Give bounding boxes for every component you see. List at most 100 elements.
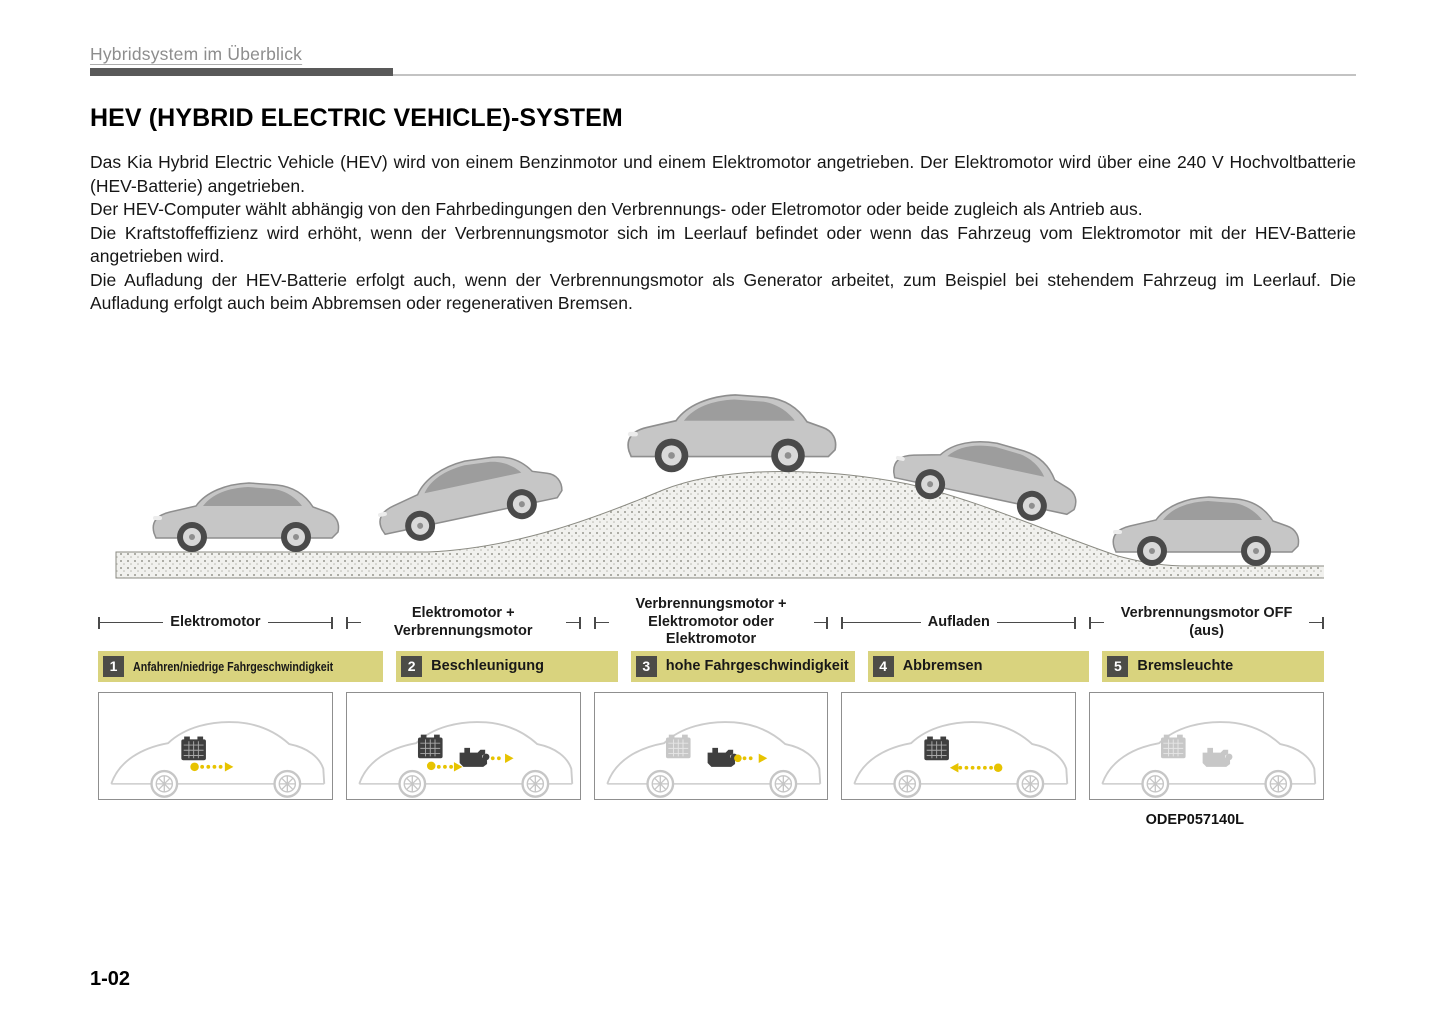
phase-bar-2: 2 Beschleunigung — [396, 650, 618, 682]
phase-condition-3: hohe Fahrgeschwindigkeit — [665, 658, 849, 674]
wheel-icon — [273, 769, 302, 798]
phase-mode-bracket-4: Aufladen — [841, 600, 1077, 646]
section-title: HEV (HYBRID ELECTRIC VEHICLE)-SYSTEM — [90, 104, 623, 132]
phase-condition-2: Beschleunigung — [431, 658, 544, 674]
phase-detail-box-5 — [1089, 691, 1324, 800]
phase-condition-4: Abbremsen — [902, 658, 983, 674]
bracket-line — [1091, 621, 1105, 624]
body-text: Das Kia Hybrid Electric Vehicle (HEV) wi… — [90, 151, 1356, 316]
header-rule-thick — [90, 68, 393, 76]
phase-bar-4: 4 Abbremsen — [867, 650, 1090, 682]
arrow-icon — [758, 753, 767, 763]
condition-bars-row: 1 Anfahren/niedrige Fahrgeschwindigkeit … — [98, 646, 1324, 682]
wheel-icon — [1264, 769, 1293, 798]
phase-detail-illustration-2 — [358, 720, 573, 798]
battery-icon — [417, 733, 443, 759]
phase-mode-bracket-3: Verbrennungsmotor + Elektromotor oder El… — [593, 596, 829, 647]
bracket-tick — [578, 616, 581, 629]
battery-icon-inactive — [665, 733, 691, 759]
bracket-line — [813, 621, 827, 624]
phase-mode-label-5: Verbrennungsmotor OFF (aus) — [1120, 605, 1293, 639]
bracket-tick — [1074, 616, 1077, 629]
arrow-icon — [950, 762, 959, 772]
phase-detail-box-4 — [841, 691, 1077, 800]
phase-number-badge-5: 5 — [1107, 655, 1129, 677]
paragraph: Die Aufladung der HEV-Batterie erfolgt a… — [90, 269, 1356, 314]
wheel-icon — [893, 769, 922, 798]
car-illustration-2 — [370, 441, 568, 549]
phase-number-badge-1: 1 — [103, 655, 124, 677]
arrow-icon — [453, 761, 463, 772]
wheel-icon — [398, 769, 427, 798]
phase-number-badge-4: 4 — [872, 655, 894, 677]
car-illustration-1 — [152, 481, 340, 553]
arrow-icon — [224, 761, 234, 772]
wheel-icon — [645, 769, 674, 798]
phase-bar-3: 3 hohe Fahrgeschwindigkeit — [630, 650, 855, 682]
bracket-tick — [345, 616, 348, 629]
paragraph: Der HEV-Computer wählt abhängig von den … — [90, 199, 1143, 219]
phase-mode-label-3: Verbrennungsmotor + Elektromotor oder El… — [635, 596, 787, 648]
hill-ground — [115, 470, 1324, 578]
bracket-tick — [841, 616, 844, 629]
bracket-line — [996, 621, 1075, 624]
phase-mode-label-1: Elektromotor — [170, 613, 261, 630]
phase-detail-illustration-5 — [1101, 720, 1317, 798]
bracket-line — [100, 621, 164, 624]
energy-node — [733, 754, 742, 762]
phase-detail-box-1 — [98, 691, 333, 800]
bracket-tick — [593, 616, 596, 629]
engine-icon-inactive — [1202, 747, 1233, 767]
paragraph: Die Kraftstoffeffizienz wird erhöht, wen… — [90, 222, 1356, 267]
page-number: 1-02 — [90, 968, 131, 990]
bracket-line — [347, 621, 361, 624]
phase-condition-1: Anfahren/niedrige Fahrgeschwindigkeit — [133, 658, 334, 674]
phase-condition-5: Bremsleuchte — [1137, 658, 1234, 674]
bracket-line — [843, 621, 921, 624]
phase-detail-box-2 — [345, 691, 581, 800]
car-illustration-5 — [1112, 495, 1300, 567]
header-rule-thin — [90, 74, 1356, 76]
bracket-line — [565, 621, 579, 624]
battery-icon-inactive — [1160, 733, 1187, 759]
bracket-tick — [98, 616, 100, 629]
wheel-icon — [1141, 769, 1170, 798]
phase-detail-illustration-1 — [110, 720, 326, 798]
phase-detail-illustration-3 — [605, 720, 821, 798]
car-illustration-3 — [627, 393, 837, 473]
phase-mode-bracket-5: Verbrennungsmotor OFF (aus) — [1089, 600, 1324, 646]
bracket-tick — [330, 616, 333, 629]
phase-number-badge-2: 2 — [401, 655, 423, 677]
phase-mode-bracket-2: Elektromotor + Verbrennungsmotor — [345, 600, 581, 646]
phase-mode-label-4: Aufladen — [927, 613, 990, 630]
figure-code: ODEP057140L — [1145, 811, 1244, 828]
engine-icon — [459, 747, 490, 767]
bracket-tick — [826, 616, 829, 629]
hev-diagram: Elektromotor Elektromotor + Verbrennungs… — [98, 342, 1324, 828]
phase-detail-box-3 — [593, 691, 829, 800]
bracket-tick — [1089, 616, 1092, 629]
hill-illustration — [115, 393, 1324, 578]
bracket-line — [595, 621, 609, 624]
wheel-icon — [768, 769, 797, 798]
energy-node — [994, 763, 1003, 772]
energy-node — [426, 761, 436, 770]
bracket-line — [1309, 621, 1322, 624]
arrow-icon — [504, 753, 514, 763]
engine-icon — [707, 747, 738, 767]
wheel-icon — [150, 769, 179, 798]
battery-icon — [924, 735, 950, 761]
detail-boxes-row — [98, 682, 1324, 800]
phase-mode-label-2: Elektromotor + Verbrennungsmotor — [393, 605, 533, 639]
phase-mode-bracket-1: Elektromotor — [98, 600, 333, 646]
mode-labels-row: Elektromotor Elektromotor + Verbrennungs… — [98, 596, 1324, 647]
bracket-line — [267, 621, 331, 624]
phase-number-badge-3: 3 — [635, 655, 657, 677]
bracket-tick — [1322, 616, 1324, 629]
phase-bar-1: 1 Anfahren/niedrige Fahrgeschwindigkeit — [98, 650, 384, 682]
phase-detail-illustration-4 — [853, 720, 1069, 798]
wheel-icon — [521, 769, 550, 798]
wheel-icon — [1016, 769, 1045, 798]
energy-node — [190, 762, 199, 771]
